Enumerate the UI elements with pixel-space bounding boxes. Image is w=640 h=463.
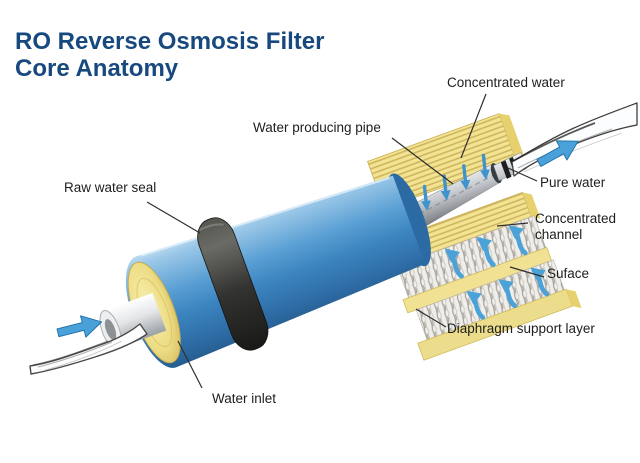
leader-water-producing-pipe xyxy=(391,137,454,185)
leader-diaphragm-support xyxy=(415,308,447,328)
seal-ring-highlight xyxy=(199,223,224,231)
channel-flow-arrows xyxy=(444,225,550,320)
outlet-water-stream xyxy=(511,102,638,177)
pipe-perforations xyxy=(419,174,494,215)
leader-concentrated-water xyxy=(460,93,487,159)
label-raw-water-seal: Raw water seal xyxy=(64,180,157,195)
page-title-line2: Core Anatomy xyxy=(15,55,179,82)
inlet-water-stream xyxy=(29,323,148,375)
filter-assembly xyxy=(99,113,582,368)
leader-raw-water-seal xyxy=(146,201,201,234)
label-pure-water: Pure water xyxy=(540,175,606,190)
leader-pure-water xyxy=(507,167,538,182)
leader-water-inlet xyxy=(177,340,203,389)
leader-surface xyxy=(509,266,545,278)
membrane-sheet-top-edge xyxy=(499,113,527,163)
water-producing-pipe xyxy=(409,152,527,231)
cylinder-highlight xyxy=(140,177,390,257)
raw-water-seal-ring xyxy=(197,217,269,351)
label-water-producing-pipe: Water producing pipe xyxy=(253,120,381,135)
inlet-flow-arrow xyxy=(56,315,103,338)
cylinder-body xyxy=(125,175,426,368)
label-surface: Suface xyxy=(547,266,590,281)
label-diaphragm-support-layer: Diaphragm support layer xyxy=(447,321,595,336)
label-concentrated-channel: Concentrated channel xyxy=(535,211,617,242)
label-concentrated-water: Concentrated water xyxy=(447,75,565,90)
label-water-inlet: Water inlet xyxy=(212,391,277,406)
concentrated-channel-edge xyxy=(522,192,541,219)
inlet-pipe-hole xyxy=(104,319,117,340)
membrane-cylinder xyxy=(125,173,431,368)
bottom-support-edge xyxy=(566,289,582,309)
outlet-flow-arrow xyxy=(536,140,579,167)
leader-concentrated-channel xyxy=(496,222,529,227)
pipe-ring-1 xyxy=(500,160,512,179)
leader-lines xyxy=(146,93,545,389)
